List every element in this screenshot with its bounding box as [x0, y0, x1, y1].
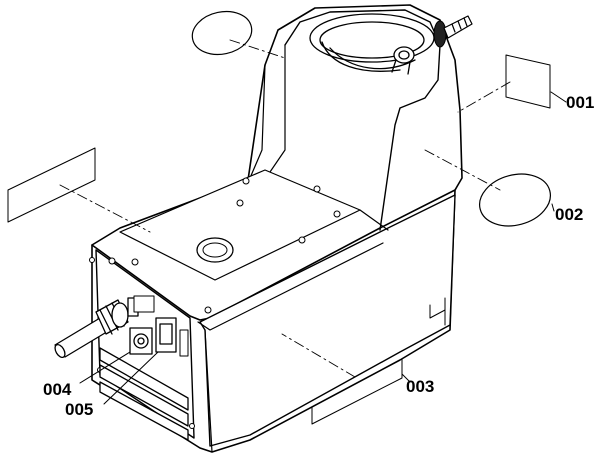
tank-ring	[309, 13, 435, 75]
connector-socket-004	[127, 297, 153, 355]
cable-gland	[95, 299, 129, 335]
label-005: 005	[65, 400, 93, 419]
label-004: 004	[43, 380, 72, 399]
leader-lines	[79, 91, 567, 405]
deck-access-hole	[196, 237, 234, 263]
air-inlet-fitting	[443, 15, 473, 39]
alignment-lines	[59, 39, 511, 378]
sticker-top-oval	[191, 10, 253, 56]
sticker-left-rect	[7, 147, 96, 223]
switch-005	[133, 295, 189, 357]
machine-body	[91, 4, 463, 453]
label-002: 002	[555, 205, 583, 224]
sticker-002-oval	[479, 173, 551, 227]
label-001: 001	[566, 93, 594, 112]
deck-screws	[89, 177, 341, 429]
sticker-001	[505, 54, 551, 109]
vent-slots	[99, 347, 189, 441]
tank-ring-band	[433, 20, 447, 48]
label-003: 003	[406, 377, 434, 396]
